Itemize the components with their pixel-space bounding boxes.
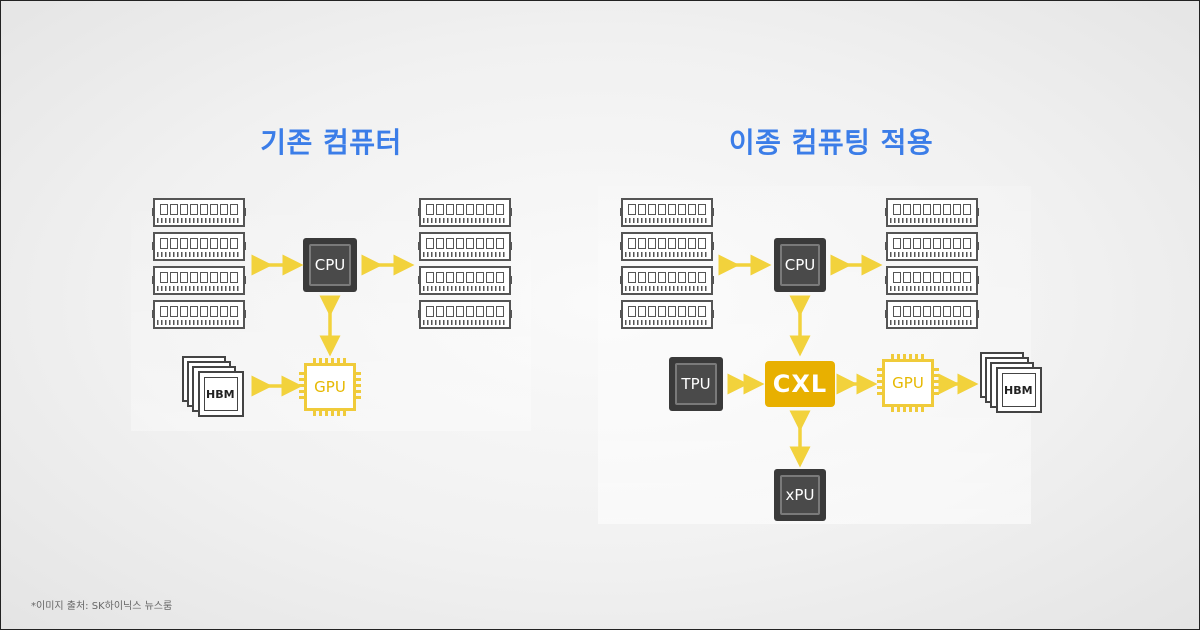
image-source-credit: *이미지 출처: SK하이닉스 뉴스룸: [31, 601, 173, 612]
right-cpu-chip: CPU: [774, 238, 826, 292]
tpu-label: TPU: [681, 375, 711, 393]
ram-module: [620, 198, 714, 227]
ram-module: [885, 266, 979, 295]
ram-module: [418, 300, 512, 329]
right-cpu-label: CPU: [784, 256, 816, 274]
left-cpu-label: CPU: [314, 256, 346, 274]
ram-module: [418, 266, 512, 295]
left-hbm-stack: HBM: [182, 356, 244, 418]
cxl-label: CXL: [772, 370, 828, 398]
ram-module: [620, 232, 714, 261]
xpu-chip: xPU: [774, 469, 826, 521]
right-hbm-label: HBM: [1004, 384, 1033, 397]
xpu-label: xPU: [785, 486, 815, 504]
right-gpu-chip: GPU: [877, 354, 939, 412]
ram-module: [418, 198, 512, 227]
ram-module: [152, 232, 246, 261]
left-gpu-label: GPU: [314, 378, 346, 396]
ram-module: [620, 266, 714, 295]
ram-module: [152, 300, 246, 329]
right-gpu-label: GPU: [892, 374, 924, 392]
ram-module: [885, 300, 979, 329]
cxl-chip: CXL: [765, 361, 835, 407]
left-cpu-chip: CPU: [303, 238, 357, 292]
ram-module: [620, 300, 714, 329]
left-gpu-chip: GPU: [299, 358, 361, 416]
ram-module: [885, 198, 979, 227]
ram-module: [418, 232, 512, 261]
title-conventional-computer: 기존 컴퓨터: [260, 126, 402, 159]
ram-module: [152, 266, 246, 295]
ram-module: [885, 232, 979, 261]
left-hbm-label: HBM: [206, 388, 235, 401]
title-heterogeneous-computing: 이종 컴퓨팅 적용: [728, 126, 934, 159]
tpu-chip: TPU: [669, 357, 723, 411]
ram-module: [152, 198, 246, 227]
right-hbm-stack: HBM: [980, 352, 1042, 414]
